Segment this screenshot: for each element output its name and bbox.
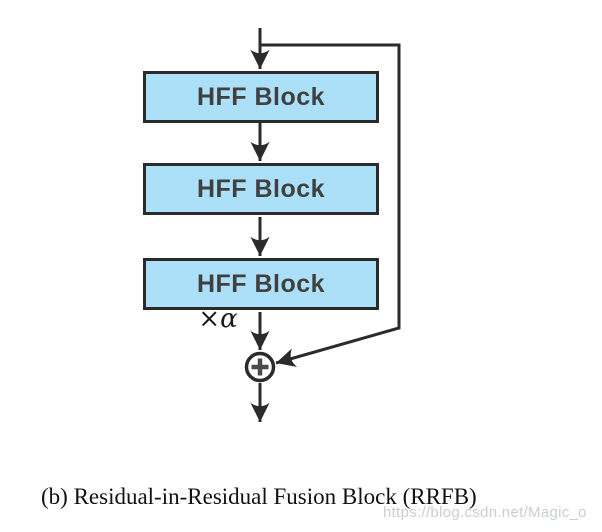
hff-block-3-label: HFF Block	[196, 269, 326, 298]
skip-connection-arrow	[258, 43, 401, 367]
scale-alpha-label: ×α	[198, 304, 238, 334]
figure-caption: (b) Residual-in-Residual Fusion Block (R…	[41, 484, 477, 509]
hff-block-1-label: HFF Block	[196, 82, 326, 111]
hff-block-2: HFF Block	[143, 163, 379, 215]
watermark-text: https://blog.csdn.net/Magic_o	[383, 504, 587, 521]
hff-block-2-label: HFF Block	[196, 174, 326, 203]
hff-block-1: HFF Block	[143, 71, 379, 123]
hff-block-3: HFF Block	[143, 258, 379, 310]
sum-node-circle-plus-icon	[244, 351, 276, 383]
